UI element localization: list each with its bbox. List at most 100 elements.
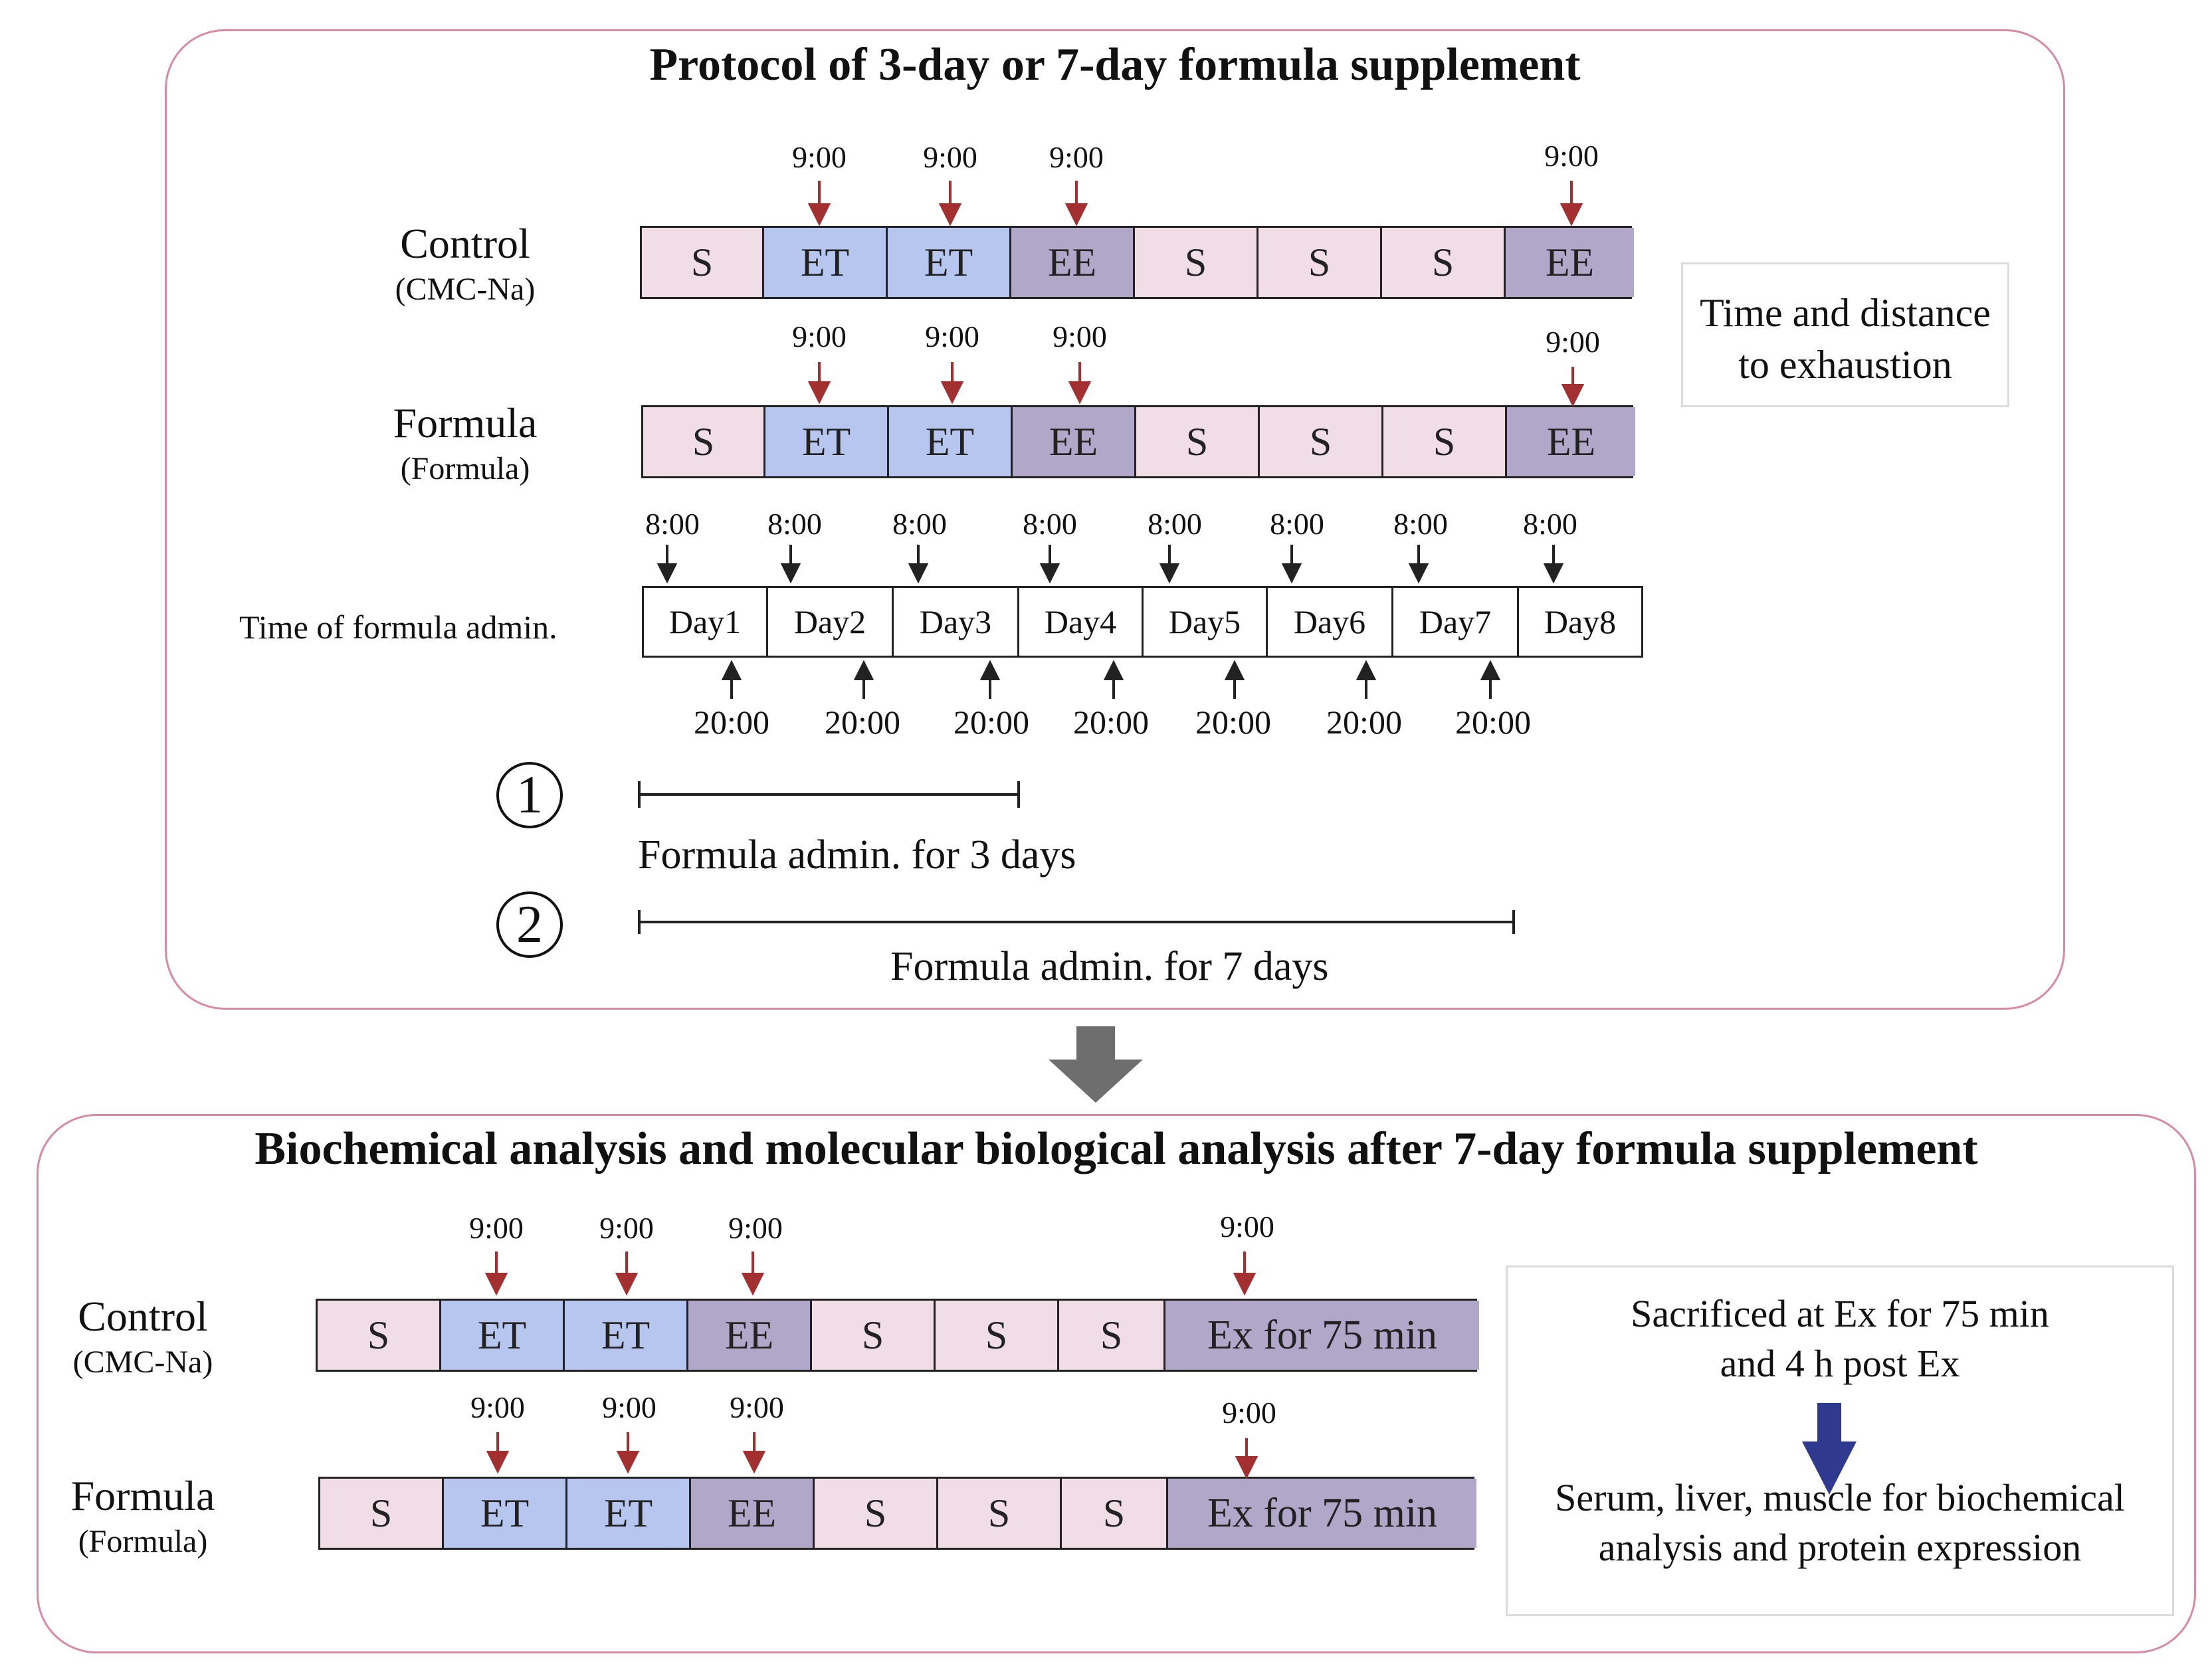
phase-cell-s: S [1059, 1301, 1165, 1370]
time-label: 9:00 [923, 140, 977, 174]
phase-cell-s: S [1383, 407, 1507, 476]
black-down-arrow-icon [1159, 545, 1180, 584]
black-down-arrow-icon [780, 545, 801, 584]
morning-time: 8:00 [767, 507, 822, 541]
formula-group-label: Formula (Formula) [346, 399, 585, 487]
morning-time: 8:00 [1023, 507, 1077, 541]
day-cell: Day2 [766, 586, 894, 658]
black-down-arrow-icon [1408, 545, 1429, 584]
phase-cell-et: ET [889, 407, 1013, 476]
morning-time: 8:00 [1148, 507, 1202, 541]
black-up-arrow-icon [1356, 660, 1377, 699]
red-down-arrow-icon [1559, 181, 1583, 227]
day-cell: Day1 [642, 586, 768, 658]
phase-cell-ex: Ex for 75 min [1168, 1479, 1476, 1548]
gray-down-arrow-icon [1049, 1026, 1143, 1103]
phase-cell-et: ET [444, 1479, 567, 1548]
morning-time: 8:00 [645, 507, 700, 541]
phase-cell-ee: EE [1013, 407, 1136, 476]
phase-cell-s: S [936, 1301, 1059, 1370]
evening-arrows [721, 660, 1501, 699]
black-up-arrow-icon [1224, 660, 1245, 699]
phase-cell-s: S [642, 228, 764, 297]
red-down-arrow-icon [938, 181, 962, 227]
evening-time: 20:00 [825, 703, 900, 741]
red-down-arrow-icon [484, 1252, 508, 1296]
time-label: 9:00 [599, 1211, 654, 1245]
time-label: 9:00 [1222, 1396, 1276, 1430]
phase-cell-s: S [1382, 228, 1506, 297]
time-label: 9:00 [602, 1390, 656, 1424]
time-label: 9:00 [925, 320, 979, 353]
evening-time: 20:00 [954, 703, 1029, 741]
black-down-arrow-icon [1543, 545, 1564, 584]
red-down-arrow-icon [486, 1432, 510, 1474]
group-sub: (CMC-Na) [72, 1345, 213, 1380]
note-line: Time and distance [1700, 291, 1991, 335]
sampling-note: Sacrificed at Ex for 75 min and 4 h post… [1506, 1265, 2174, 1616]
red-down-arrow-icon [807, 181, 831, 227]
note-line: to exhaustion [1738, 343, 1952, 387]
red-down-arrow-icon [741, 1252, 765, 1296]
evening-time: 20:00 [1195, 703, 1271, 741]
phase-cell-ee: EE [1507, 407, 1635, 476]
group-sub: (Formula) [400, 451, 530, 486]
duration-marker-1: 1 [496, 762, 563, 828]
red-down-arrow-icon [940, 362, 964, 405]
red-down-arrow-icon [1068, 362, 1092, 405]
red-down-arrow-icon [615, 1252, 639, 1296]
time-label: 9:00 [728, 1211, 783, 1245]
time-label: 9:00 [792, 320, 847, 353]
black-up-arrow-icon [1480, 660, 1501, 699]
phase-cell-ex: Ex for 75 min [1165, 1301, 1479, 1370]
admin-time-label: Time of formula admin. [239, 608, 557, 646]
red-down-arrow-icon [742, 1432, 766, 1474]
evening-time: 20:00 [1455, 703, 1531, 741]
black-down-arrow-icon [1039, 545, 1060, 584]
day-cell: Day6 [1266, 586, 1393, 658]
protocol-panel [165, 29, 2065, 1010]
note-line: analysis and protein expression [1598, 1526, 2082, 1570]
evening-time: 20:00 [694, 703, 769, 741]
morning-time: 8:00 [1270, 507, 1324, 541]
note-line: Sacrificed at Ex for 75 min [1631, 1292, 2049, 1335]
black-down-arrow-icon [908, 545, 929, 584]
time-label: 9:00 [1053, 320, 1107, 353]
red-down-arrow-icon [1064, 181, 1088, 227]
day-cell: Day3 [892, 586, 1019, 658]
time-label: 9:00 [730, 1390, 784, 1424]
group-sub: (Formula) [78, 1524, 208, 1559]
black-up-arrow-icon [721, 660, 742, 699]
group-name: Formula [393, 399, 538, 446]
morning-arrows [656, 545, 1564, 584]
group-name: Control [400, 220, 530, 267]
phase-cell-s: S [320, 1479, 444, 1548]
morning-time: 8:00 [1523, 507, 1577, 541]
phase-cell-s: S [1260, 407, 1383, 476]
red-down-arrow-icon [1561, 367, 1585, 407]
day-cell: Day5 [1142, 586, 1268, 658]
analysis-title: Biochemical analysis and molecular biolo… [254, 1123, 1978, 1174]
duration-bar-3-days [638, 781, 1020, 808]
blue-down-arrow-icon [1802, 1403, 1857, 1495]
red-down-arrow-icon [1235, 1438, 1258, 1479]
protocol-title: Protocol of 3-day or 7-day formula suppl… [649, 39, 1581, 90]
group-name: Formula [70, 1472, 215, 1519]
phase-cell-et: ET [567, 1479, 691, 1548]
black-up-arrow-icon [979, 660, 1001, 699]
duration-bar-7-days [638, 910, 1515, 934]
day-cell: Day8 [1517, 586, 1643, 658]
red-down-arrow-icon [807, 362, 831, 405]
morning-time: 8:00 [892, 507, 947, 541]
evening-time: 20:00 [1326, 703, 1402, 741]
phase-cell-s: S [318, 1301, 441, 1370]
day-cell: Day4 [1017, 586, 1144, 658]
phase-cell-s: S [1258, 228, 1382, 297]
phase-cell-ee: EE [691, 1479, 815, 1548]
analysis-panel [37, 1114, 2196, 1653]
time-label: 9:00 [470, 1390, 525, 1424]
black-down-arrow-icon [1281, 545, 1302, 584]
